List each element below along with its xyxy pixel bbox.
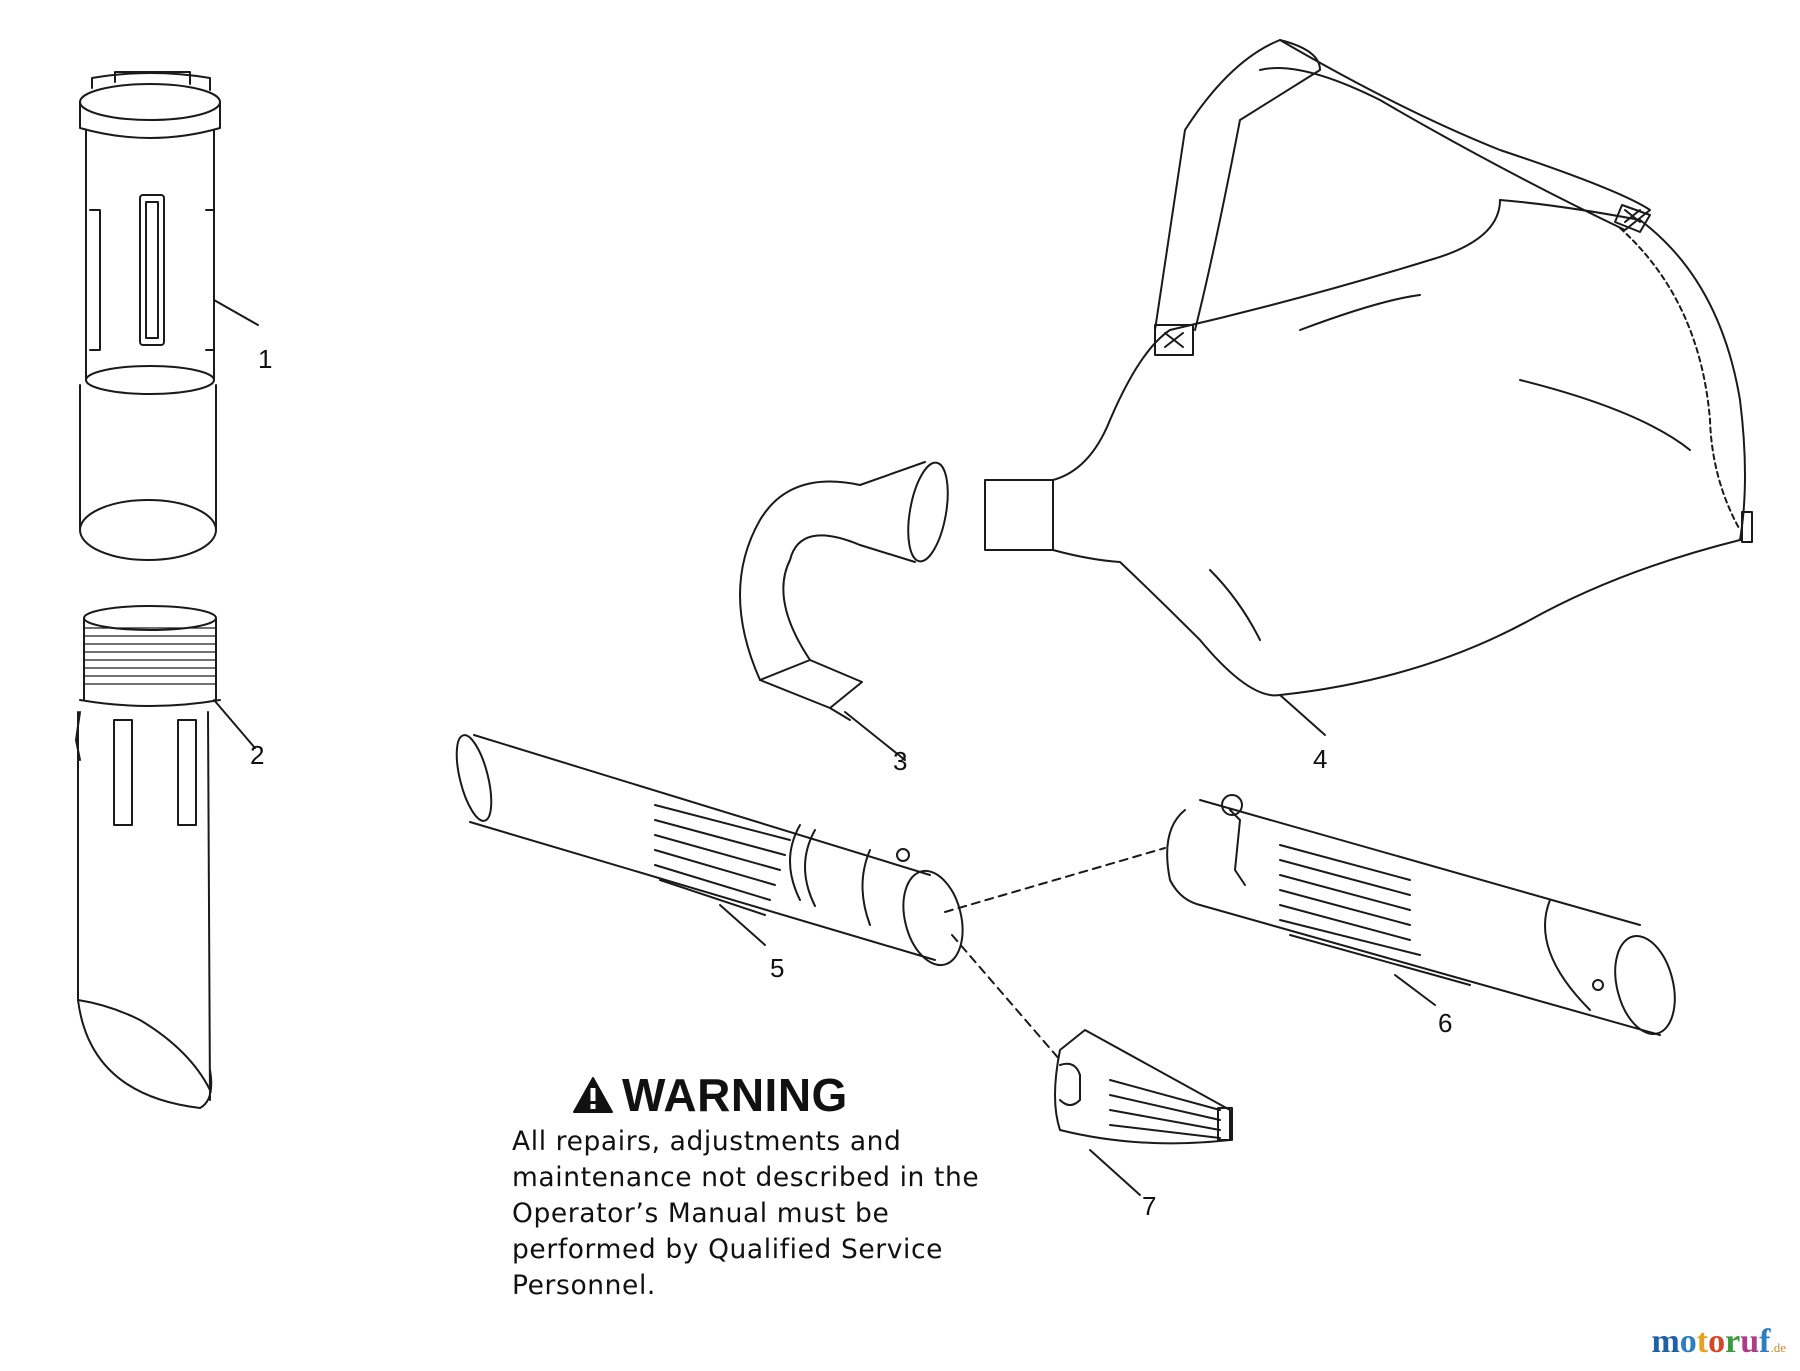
watermark-suffix: .de bbox=[1770, 1340, 1786, 1355]
callout-2: 2 bbox=[250, 740, 265, 770]
callout-7: 7 bbox=[1142, 1191, 1157, 1221]
watermark-letter: m bbox=[1651, 1323, 1680, 1360]
callout-5: 5 bbox=[770, 953, 785, 983]
callout-4: 4 bbox=[1313, 744, 1328, 774]
warning-heading: WARNING bbox=[572, 1068, 1072, 1122]
watermark-letter: u bbox=[1740, 1323, 1760, 1360]
watermark-letter: t bbox=[1696, 1323, 1709, 1360]
assembly-line-5-7 bbox=[951, 934, 1061, 1061]
watermark-logo: motoruf.de bbox=[1651, 1323, 1786, 1361]
part-5-blower-tube bbox=[455, 734, 964, 967]
watermark-letter: o bbox=[1708, 1323, 1726, 1360]
part-7-concentrator bbox=[1054, 1029, 1233, 1196]
warning-notice: WARNING All repairs, adjustments and mai… bbox=[512, 1068, 1072, 1304]
part-1-tube bbox=[79, 71, 259, 561]
part-4-bag bbox=[984, 39, 1753, 736]
warning-title: WARNING bbox=[622, 1069, 848, 1121]
part-2-nozzle-tube bbox=[75, 605, 256, 1109]
warning-triangle-icon bbox=[573, 1077, 613, 1113]
callout-3: 3 bbox=[893, 746, 908, 776]
callout-1: 1 bbox=[258, 344, 273, 374]
watermark-letter: r bbox=[1725, 1323, 1741, 1360]
warning-body: All repairs, adjustments and maintenance… bbox=[512, 1126, 980, 1301]
callout-6: 6 bbox=[1438, 1008, 1453, 1038]
part-3-elbow bbox=[739, 461, 949, 761]
part-6-nozzle-tube bbox=[1166, 794, 1676, 1036]
watermark-letter: o bbox=[1679, 1323, 1697, 1360]
watermark-letter: f bbox=[1759, 1323, 1771, 1360]
assembly-line-5-6 bbox=[944, 847, 1166, 913]
